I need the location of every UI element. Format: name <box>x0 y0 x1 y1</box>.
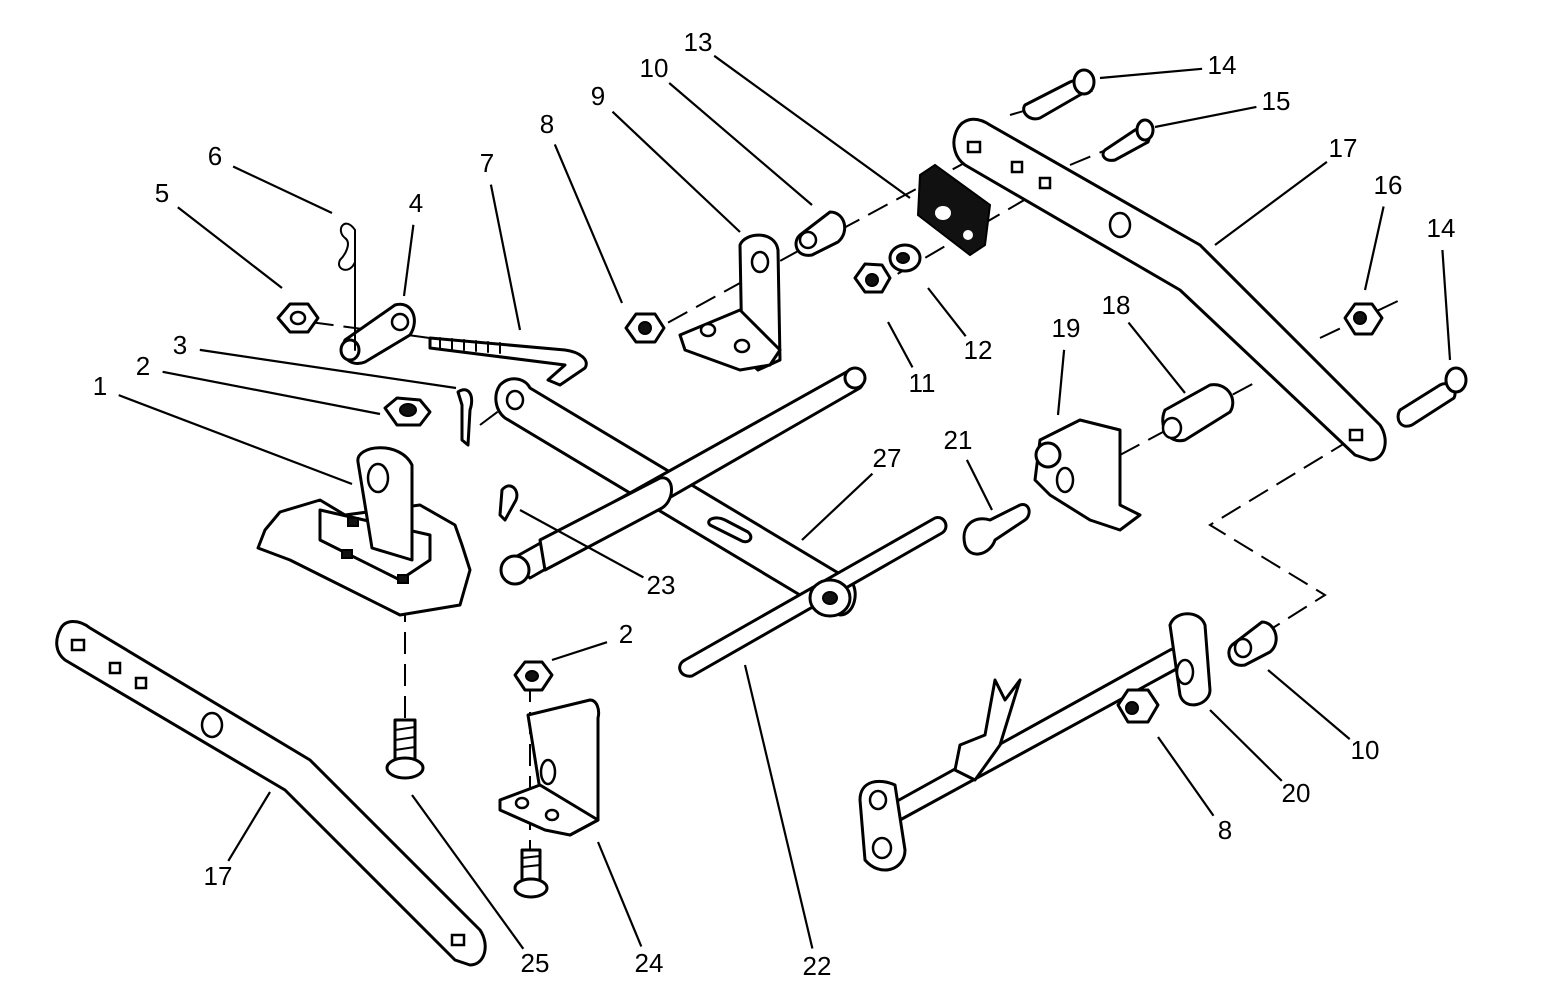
callout-label-5: 5 <box>155 178 169 208</box>
callout-leader-12 <box>927 287 967 337</box>
callout-leader-11 <box>887 321 914 368</box>
callout-label-11: 11 <box>909 368 936 398</box>
callout-leader-6 <box>232 165 333 214</box>
callout-label-13: 13 <box>684 27 713 57</box>
callout-leader-23 <box>519 509 644 579</box>
callout-label-12: 12 <box>964 335 993 365</box>
hex-nut-2-top <box>383 396 432 427</box>
bolt-14-right <box>1396 366 1468 428</box>
callout-leader-20 <box>1209 709 1283 782</box>
callout-leader-27 <box>801 472 874 541</box>
callout-leader-14 <box>1441 249 1452 361</box>
cotter-pin-23 <box>498 484 519 522</box>
callout-label-8: 8 <box>1218 815 1232 845</box>
callout-leader-9 <box>611 110 741 233</box>
hex-nut-8-top <box>624 312 666 344</box>
callout-leader-22 <box>743 664 814 949</box>
callout-label-9: 9 <box>591 81 605 111</box>
hex-nut-8-lower <box>1116 688 1160 724</box>
callout-label-17: 17 <box>1329 133 1358 163</box>
callout-label-15: 15 <box>1262 86 1291 116</box>
callout-label-1: 1 <box>93 371 107 401</box>
callout-leader-13 <box>713 54 911 199</box>
callout-label-4: 4 <box>409 188 423 218</box>
callout-leader-25 <box>411 794 525 950</box>
alignment-lines <box>279 89 1401 850</box>
callout-label-27: 27 <box>873 443 902 473</box>
callout-leader-5 <box>177 206 283 289</box>
callout-label-10: 10 <box>640 53 669 83</box>
callout-label-7: 7 <box>480 148 494 178</box>
callout-leader-17 <box>1214 161 1328 246</box>
callout-leader-14 <box>1099 67 1203 80</box>
callout-label-20: 20 <box>1282 778 1311 808</box>
callout-leader-10 <box>1267 669 1351 740</box>
callout-leader-7 <box>489 184 522 331</box>
callout-label-18: 18 <box>1102 290 1131 320</box>
callout-leader-2 <box>551 641 608 662</box>
callout-leader-19 <box>1056 349 1066 416</box>
callout-label-3: 3 <box>173 330 187 360</box>
hex-nut-16 <box>1343 302 1384 336</box>
bolt-15 <box>1101 118 1155 162</box>
l-bracket-24 <box>498 698 601 837</box>
shaft-assembly-20 <box>858 612 1212 872</box>
callout-label-8: 8 <box>540 109 554 139</box>
callout-label-14: 14 <box>1208 50 1237 80</box>
spacer-10-lower <box>1227 620 1278 667</box>
callout-leader-4 <box>402 224 415 297</box>
callout-label-2: 2 <box>619 619 633 649</box>
callout-label-17: 17 <box>204 861 233 891</box>
rod-22 <box>678 516 948 678</box>
callout-leader-3 <box>199 348 457 390</box>
shaft-23 <box>499 366 867 586</box>
pivot-block-19 <box>1033 418 1142 532</box>
callout-label-16: 16 <box>1374 170 1403 200</box>
washer-12 <box>888 243 922 273</box>
callout-leader-21 <box>965 459 993 511</box>
callout-leader-8 <box>553 143 624 304</box>
pad-13 <box>916 163 992 257</box>
callout-label-23: 23 <box>647 570 676 600</box>
callout-leader-24 <box>596 841 643 947</box>
callout-label-10: 10 <box>1351 735 1380 765</box>
callout-label-24: 24 <box>635 948 664 978</box>
lever-arm-27 <box>494 377 857 617</box>
bolt-14-top <box>1022 68 1096 121</box>
hair-pin-6 <box>338 222 356 351</box>
spacer-18 <box>1161 383 1235 443</box>
callout-leader-1 <box>118 394 353 486</box>
callout-leader-16 <box>1363 206 1385 291</box>
hex-nut-5 <box>276 302 320 334</box>
callout-leader-8 <box>1157 736 1215 817</box>
callout-label-22: 22 <box>803 951 832 981</box>
hex-nut-2-lower <box>513 660 554 692</box>
mount-bracket-1 <box>256 446 472 617</box>
spacer-10-top <box>794 210 847 257</box>
bolt-25-right <box>513 848 549 899</box>
l-bracket-9 <box>678 233 782 372</box>
callout-leader-2 <box>162 370 381 416</box>
callout-label-14: 14 <box>1427 213 1456 243</box>
frame-bar-17-upper <box>952 117 1387 462</box>
callout-label-21: 21 <box>944 425 973 455</box>
bolt-25-left <box>385 718 425 780</box>
frame-bar-17-lower <box>55 620 487 967</box>
callout-label-25: 25 <box>521 948 550 978</box>
callout-label-6: 6 <box>208 141 222 171</box>
callout-leader-17 <box>227 791 271 862</box>
callout-label-2: 2 <box>136 351 150 381</box>
threaded-rod-7 <box>428 336 588 387</box>
hex-nut-11 <box>853 262 892 294</box>
callout-leader-18 <box>1127 321 1186 394</box>
callout-label-19: 19 <box>1052 313 1081 343</box>
callout-leader-15 <box>1154 105 1257 129</box>
callout-leader-10 <box>668 82 813 206</box>
cotter-pin-3 <box>456 388 474 447</box>
carriage-bolt-21 <box>962 503 1031 556</box>
swivel-4 <box>339 302 416 365</box>
